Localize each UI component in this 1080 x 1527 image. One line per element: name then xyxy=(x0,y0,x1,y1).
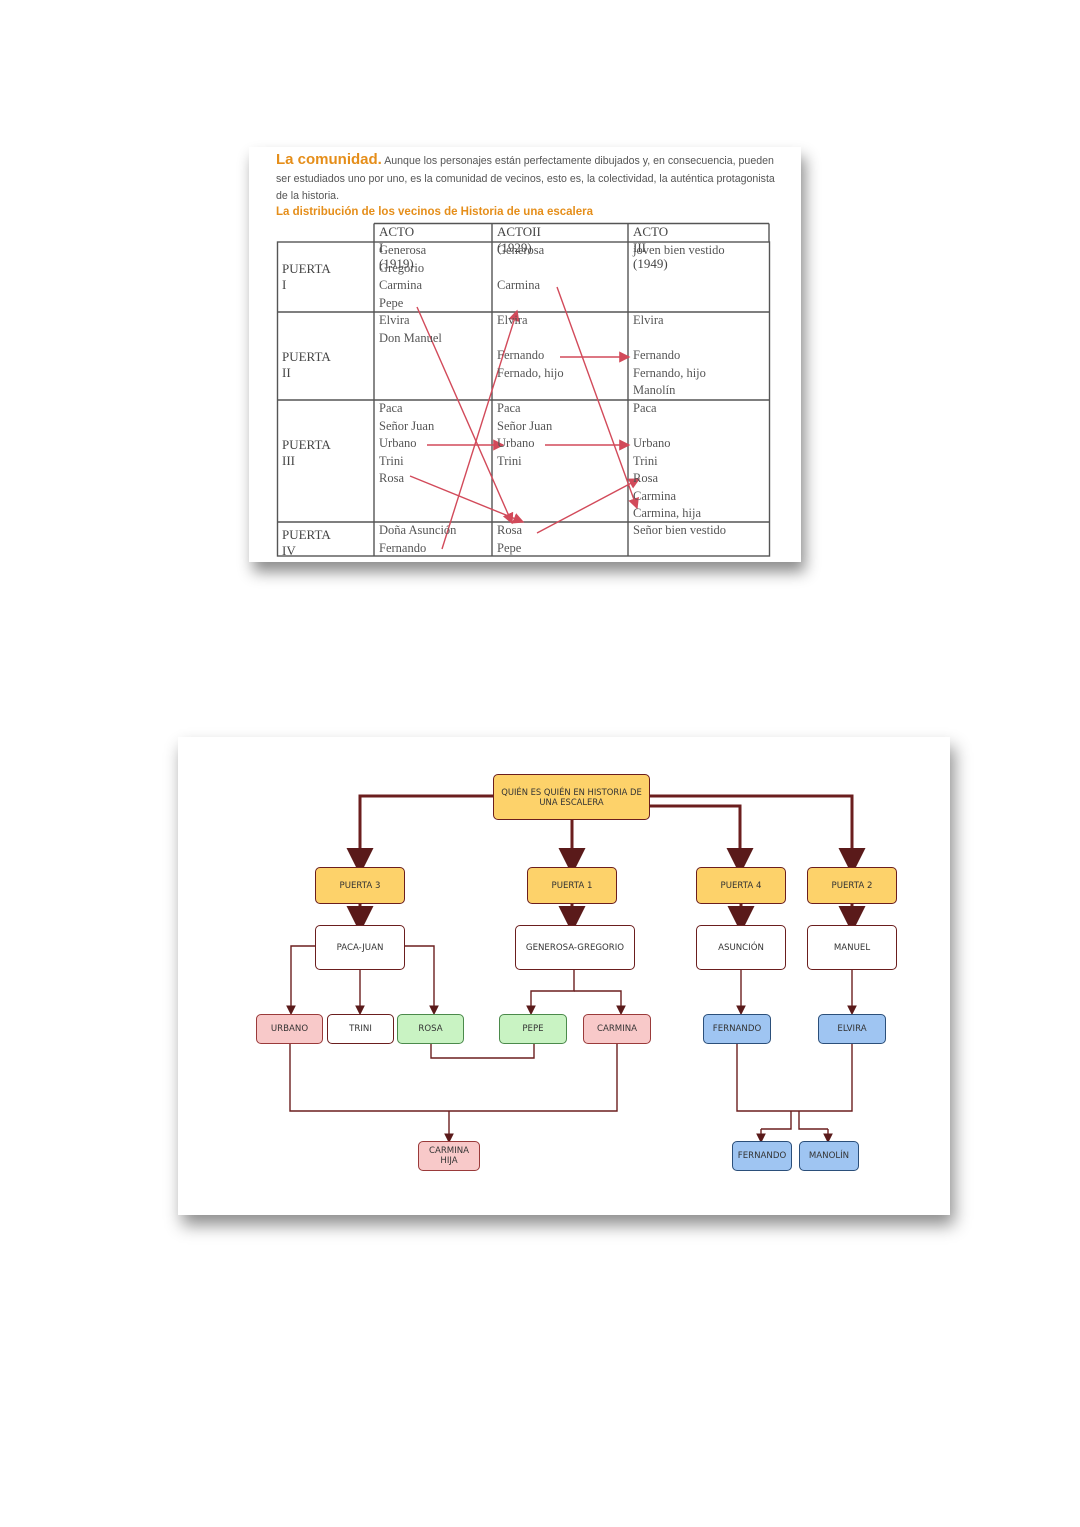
resident-name: Urbano xyxy=(497,436,535,450)
couple-manuel: MANUEL xyxy=(807,925,897,970)
resident-name: Paca xyxy=(633,401,657,415)
resident-name: Trini xyxy=(379,453,404,468)
resident-name: Fernando xyxy=(633,348,681,362)
grandchild-fernando: FERNANDO xyxy=(732,1141,792,1171)
intro-paragraph: La comunidad. Aunque los personajes está… xyxy=(276,151,781,206)
resident-name: Pepe xyxy=(379,295,404,310)
grandchild-manolin: MANOLÍN xyxy=(799,1141,859,1171)
door-label: PUERTA I xyxy=(282,261,331,292)
resident-name: Manolín xyxy=(633,383,676,397)
couple-asuncion: ASUNCIÓN xyxy=(696,925,786,970)
door-label: PUERTA II xyxy=(282,349,331,380)
root-node: QUIÉN ES QUIÉN EN HISTORIA DE UNA ESCALE… xyxy=(493,774,650,820)
resident-name: Rosa xyxy=(633,471,658,485)
child-carmina: CARMINA xyxy=(583,1014,651,1044)
resident-name: Carmina xyxy=(633,488,677,503)
resident-name: Trini xyxy=(497,453,522,468)
couple-paca-juan: PACA-JUAN xyxy=(315,925,405,970)
resident-name: Carmina, hija xyxy=(633,506,702,520)
resident-name: Señor bien vestido xyxy=(633,523,727,537)
resident-name: Pepe xyxy=(497,540,522,555)
resident-name: Fernando, hijo xyxy=(633,365,706,380)
table-subtitle: La distribución de los vecinos de Histor… xyxy=(276,206,593,218)
door-2-node: PUERTA 2 xyxy=(807,867,897,904)
resident-name: Paca xyxy=(379,401,403,415)
door-1-node: PUERTA 1 xyxy=(527,867,617,904)
migration-arrows xyxy=(409,286,641,550)
child-elvira: ELVIRA xyxy=(818,1014,886,1044)
resident-name: Don Manuel xyxy=(379,330,442,345)
resident-name: Fernando xyxy=(379,540,427,555)
child-trini: TRINI xyxy=(327,1014,394,1044)
diagram-connectors xyxy=(286,794,866,1144)
resident-name: Rosa xyxy=(379,471,404,485)
table-grid xyxy=(276,222,771,557)
table-image-card: La comunidad. Aunque los personajes está… xyxy=(249,147,801,562)
child-rosa: ROSA xyxy=(397,1014,464,1044)
resident-name: Rosa xyxy=(497,523,522,537)
door-4-node: PUERTA 4 xyxy=(696,867,786,904)
door-3-node: PUERTA 3 xyxy=(315,867,405,904)
resident-name: Elvira xyxy=(633,313,664,327)
resident-name: Fernado, hijo xyxy=(497,365,564,380)
door-label: PUERTA III xyxy=(282,437,331,468)
resident-name: Trini xyxy=(633,453,658,468)
who-is-who-diagram: QUIÉN ES QUIÉN EN HISTORIA DE UNA ESCALE… xyxy=(178,737,950,1215)
resident-name: Generosa xyxy=(379,243,427,257)
child-fernando: FERNANDO xyxy=(703,1014,771,1044)
resident-name: Señor Juan xyxy=(497,418,553,433)
couple-generosa-gregorio: GENEROSA-GREGORIO xyxy=(515,925,635,970)
header-act3: ACTO III (1949) xyxy=(633,224,669,271)
resident-name: Urbano xyxy=(379,436,417,450)
resident-name: Doña Asunción xyxy=(379,523,457,537)
resident-name: Carmina xyxy=(497,278,541,292)
door-label: PUERTA IV xyxy=(282,527,331,558)
resident-name: Generosa xyxy=(497,243,545,257)
header-act1: ACTO I (1919) xyxy=(379,224,415,271)
intro-heading: La comunidad. xyxy=(276,151,382,168)
resident-name: Elvira xyxy=(379,313,410,327)
resident-name: Fernando xyxy=(497,348,545,362)
resident-name: Carmina xyxy=(379,278,423,292)
child-urbano: URBANO xyxy=(256,1014,323,1044)
resident-name: joven bien vestido xyxy=(633,243,725,257)
grandchild-carmina-hija: CARMINA HIJA xyxy=(418,1141,480,1171)
child-pepe: PEPE xyxy=(499,1014,567,1044)
resident-name: Gregorio xyxy=(379,260,425,275)
resident-name: Urbano xyxy=(633,436,671,450)
resident-name: Elvira xyxy=(497,313,528,327)
resident-name: Señor Juan xyxy=(379,418,435,433)
intro-text: Aunque los personajes están perfectament… xyxy=(276,155,775,202)
header-act2: ACTOII (1929) xyxy=(497,224,541,255)
resident-name: Paca xyxy=(497,401,521,415)
